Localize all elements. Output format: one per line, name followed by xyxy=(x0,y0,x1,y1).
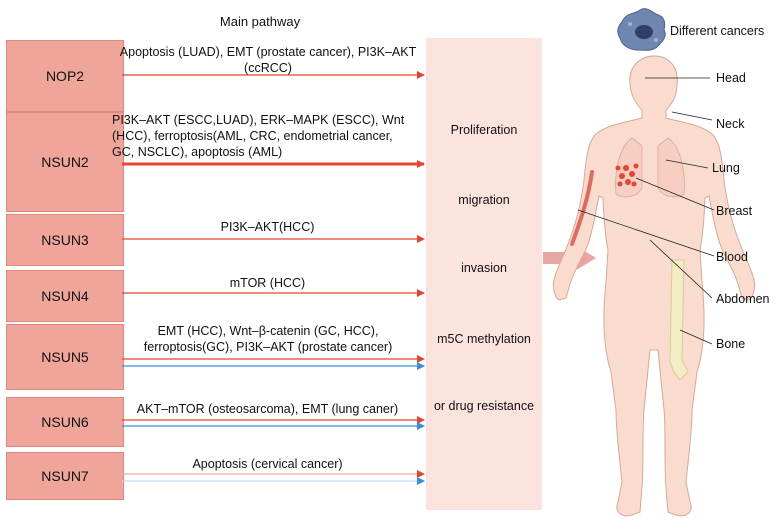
gene-label: NSUN6 xyxy=(41,414,89,430)
pathway-text-nsun6: AKT–mTOR (osteosarcoma), EMT (lung caner… xyxy=(136,402,399,416)
gene-box-nsun3: NSUN3 xyxy=(6,214,124,266)
pathway-text-nop2: Apoptosis (LUAD), EMT (prostate cancer),… xyxy=(119,45,417,75)
label-head: Head xyxy=(716,71,746,85)
gene-box-nsun2: NSUN2 xyxy=(6,112,124,212)
outcome-box xyxy=(426,38,542,510)
outcome-migration: migration xyxy=(458,193,510,207)
label-bone: Bone xyxy=(716,337,746,351)
outcome-invasion: invasion xyxy=(461,261,507,275)
gene-box-nsun7: NSUN7 xyxy=(6,452,124,500)
gene-label: NOP2 xyxy=(45,68,85,84)
gene-label: NSUN2 xyxy=(41,154,89,170)
gene-box-nsun5: NSUN5 xyxy=(6,324,124,390)
human-body-figure xyxy=(553,55,755,517)
pathway-text-nsun5: EMT (HCC), Wnt–β-catenin (GC, HCC), ferr… xyxy=(143,324,393,354)
pathway-text-nsun7: Apoptosis (cervical cancer) xyxy=(192,457,343,471)
outcome-proliferation: Proliferation xyxy=(450,123,518,137)
gene-box-nsun4: NSUN4 xyxy=(6,270,124,322)
gene-label: NSUN3 xyxy=(41,232,89,248)
label-lung: Lung xyxy=(712,161,740,175)
outcome-drug-resistance: or drug resistance xyxy=(433,399,535,413)
pathway-text-nsun3: PI3K–AKT(HCC) xyxy=(220,220,315,234)
cancer-cell-icon xyxy=(617,8,666,51)
gene-box-nop2: NOP2 xyxy=(6,40,124,112)
gene-label: NSUN4 xyxy=(41,288,89,304)
main-pathway-title: Main pathway xyxy=(219,14,301,29)
different-cancers-label: Different cancers xyxy=(670,24,765,38)
gene-box-nsun6: NSUN6 xyxy=(6,397,124,447)
gene-label: NSUN5 xyxy=(41,349,89,365)
pathway-text-nsun4: mTOR (HCC) xyxy=(229,276,306,290)
gene-label: NSUN7 xyxy=(41,468,89,484)
label-breast: Breast xyxy=(716,204,753,218)
pathway-text-nsun2: PI3K–AKT (ESCC,LUAD), ERK–MAPK (ESCC), W… xyxy=(112,113,405,159)
label-abdomen: Abdomen xyxy=(716,292,770,306)
label-blood: Blood xyxy=(716,250,748,264)
outcome-m5c-methylation: m5C methylation xyxy=(437,332,531,346)
label-neck: Neck xyxy=(716,117,745,131)
